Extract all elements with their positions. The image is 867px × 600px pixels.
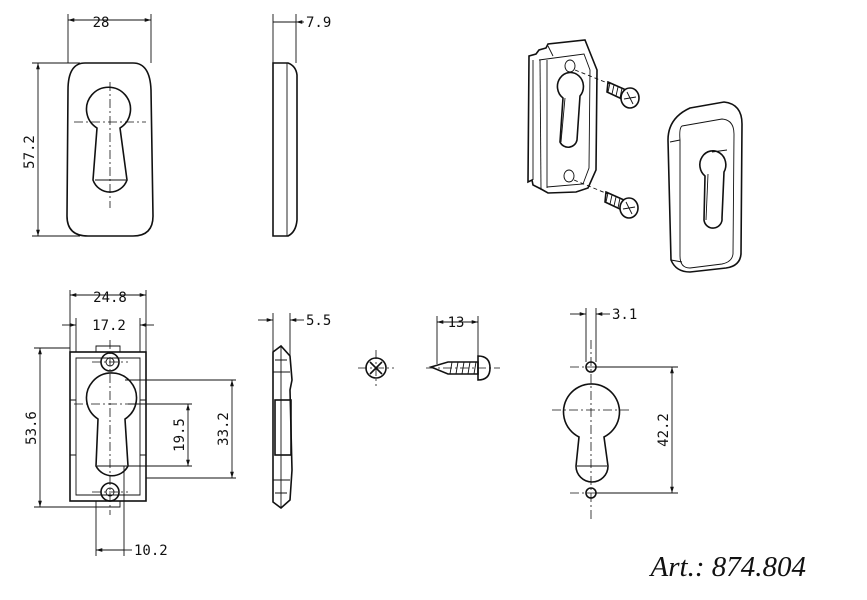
article-number: Art.: 874.804: [649, 551, 806, 583]
base-plate-side-view: [272, 344, 293, 510]
dim-rosette-width: 28: [93, 15, 110, 31]
screw-side-view: [426, 355, 500, 381]
dim-base-inner-width: 17.2: [92, 318, 126, 334]
screw-head-view: [358, 350, 394, 386]
rosette-side-dimensions: 7.9: [272, 14, 331, 63]
base-plate-front-view: [69, 340, 147, 515]
base-plate-dimensions: 24.8 17.2 53.6 19.5 33.2 10.2: [24, 290, 236, 559]
screw-dimensions: 13: [436, 315, 479, 364]
rosette-side-view: [272, 62, 298, 237]
screws-iso: [573, 69, 640, 219]
dim-base-slot-width: 10.2: [134, 543, 168, 559]
rosette-iso: [667, 101, 743, 273]
dim-screw-length: 13: [448, 315, 465, 331]
dim-base-height: 53.6: [24, 411, 40, 445]
dim-hole-offset: 3.1: [612, 307, 637, 323]
dim-base-width: 24.8: [93, 290, 127, 306]
dim-rosette-thickness: 7.9: [306, 15, 331, 31]
dim-hole-spacing-inner: 19.5: [172, 418, 188, 452]
dim-cutout-hole-distance: 42.2: [656, 413, 672, 447]
dim-base-thickness: 5.5: [306, 313, 331, 329]
door-cutout-dimensions: 3.1 42.2: [570, 307, 678, 494]
base-plate-iso: [527, 39, 598, 194]
dim-rosette-height: 57.2: [22, 135, 38, 169]
rosette-front-view: [66, 62, 154, 237]
rosette-dimensions: 28 57.2: [22, 14, 152, 237]
base-plate-side-dimensions: 5.5: [258, 313, 331, 356]
dim-hole-spacing-outer: 33.2: [216, 412, 232, 446]
